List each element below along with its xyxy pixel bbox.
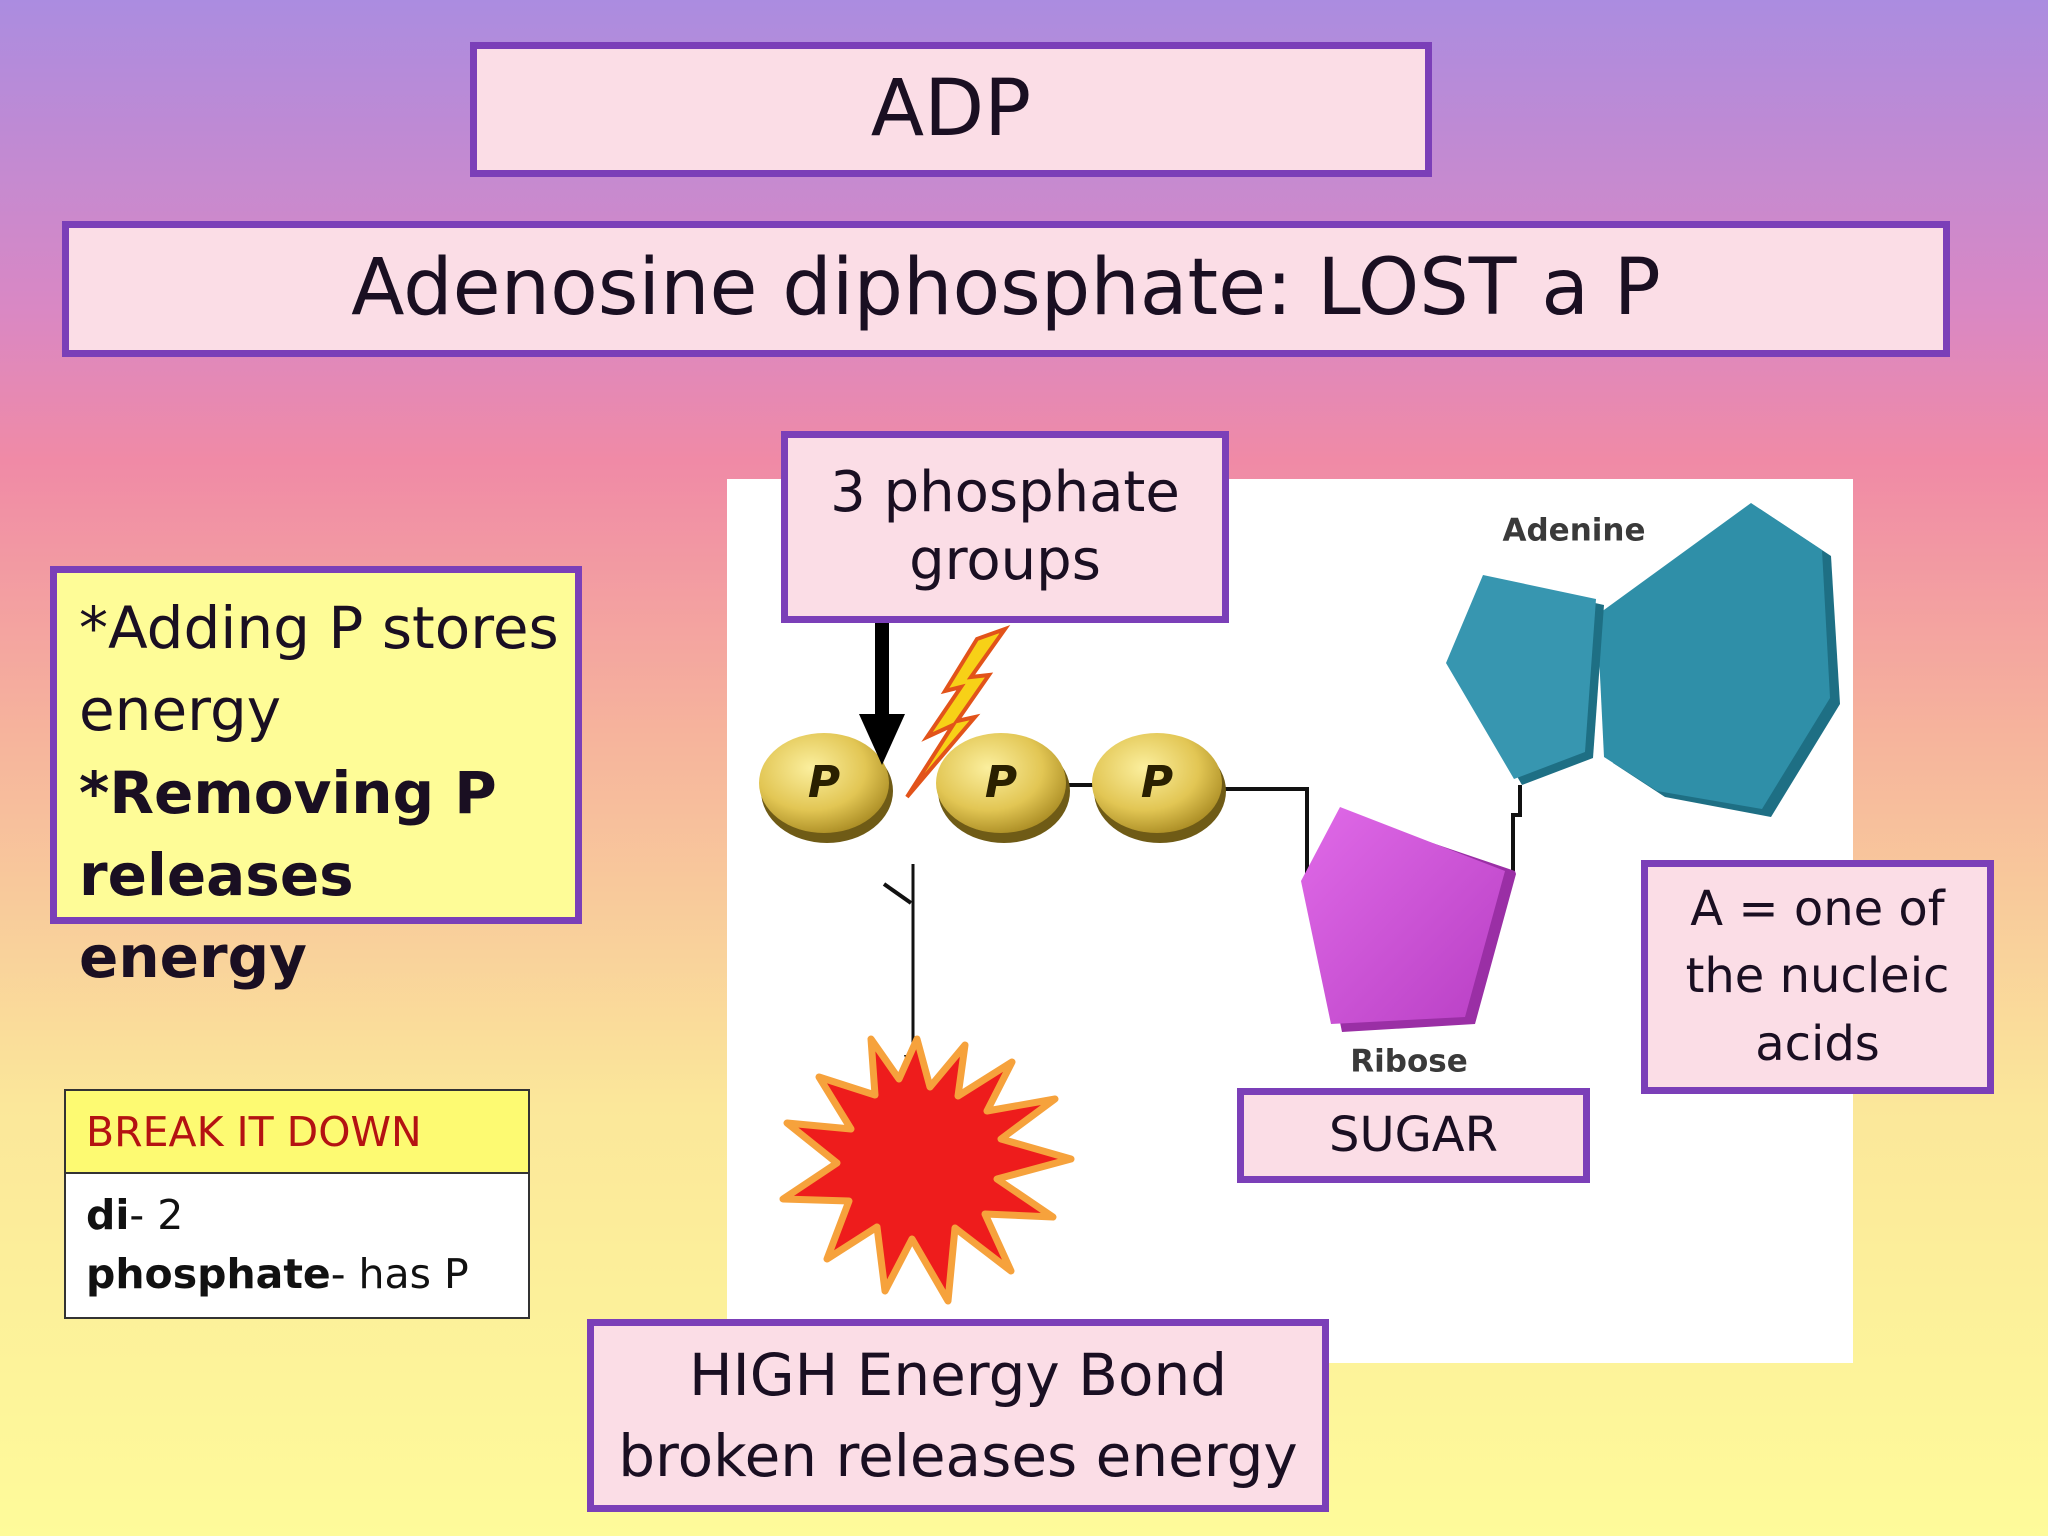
breakdown-meaning: - has P <box>330 1250 469 1299</box>
adenine-label: Adenine <box>1503 513 1646 549</box>
energy-bond-text: HIGH Energy Bond broken releases energy <box>618 1341 1298 1490</box>
breakdown-term: di <box>86 1191 130 1239</box>
adenine-rings-icon <box>1446 503 1840 817</box>
phosphate-label: P <box>808 757 840 808</box>
breakdown-meaning: - 2 <box>129 1191 184 1239</box>
breakdown-row: di- 2 <box>86 1186 528 1245</box>
phosphate-groups-text: 3 phosphate groups <box>830 459 1180 593</box>
adp-diagram-svg: P P P <box>759 503 1840 1305</box>
note-adding: *Adding P stores energy <box>79 594 559 745</box>
phosphate-3: P <box>1092 733 1226 843</box>
phosphate-2: P <box>936 733 1070 843</box>
energy-note-box: *Adding P stores energy *Removing P rele… <box>50 566 582 991</box>
sugar-text: SUGAR <box>1329 1107 1498 1164</box>
subtitle-box: Adenosine diphosphate: LOST a P <box>62 221 1950 357</box>
title-box: ADP <box>470 42 1432 177</box>
adenine-bond <box>1511 785 1522 871</box>
arrow-down-thick-icon <box>859 618 905 765</box>
ribose-bond <box>1222 787 1309 875</box>
phosphate-groups-callout: 3 phosphate groups <box>781 431 1229 623</box>
broken-bond-line <box>882 882 913 905</box>
ribose-pentagon-icon <box>1301 807 1516 1032</box>
phosphate-1: P <box>759 733 893 843</box>
energy-bond-callout: HIGH Energy Bond broken releases energy <box>587 1319 1329 1512</box>
page-title: ADP <box>870 63 1032 154</box>
energy-burst-icon <box>779 1035 1075 1305</box>
phosphate-label: P <box>1141 757 1173 808</box>
sugar-callout: SUGAR <box>1237 1088 1590 1183</box>
breakdown-row: phosphate- has P <box>86 1245 528 1304</box>
page-subtitle: Adenosine diphosphate: LOST a P <box>351 243 1661 334</box>
break-it-down-heading: BREAK IT DOWN <box>66 1091 528 1174</box>
lightning-icon <box>905 624 1011 799</box>
break-it-down-table: BREAK IT DOWN di- 2 phosphate- has P <box>64 1089 530 1319</box>
adenine-callout: A = one of the nucleic acids <box>1641 860 1994 1094</box>
adenine-note-text: A = one of the nucleic acids <box>1685 881 1950 1072</box>
phosphate-label: P <box>985 757 1017 808</box>
ribose-label: Ribose <box>1350 1044 1467 1080</box>
breakdown-term: phosphate <box>86 1250 331 1299</box>
break-it-down-body: di- 2 phosphate- has P <box>66 1174 528 1305</box>
note-removing: *Removing P releases energy <box>79 758 497 992</box>
